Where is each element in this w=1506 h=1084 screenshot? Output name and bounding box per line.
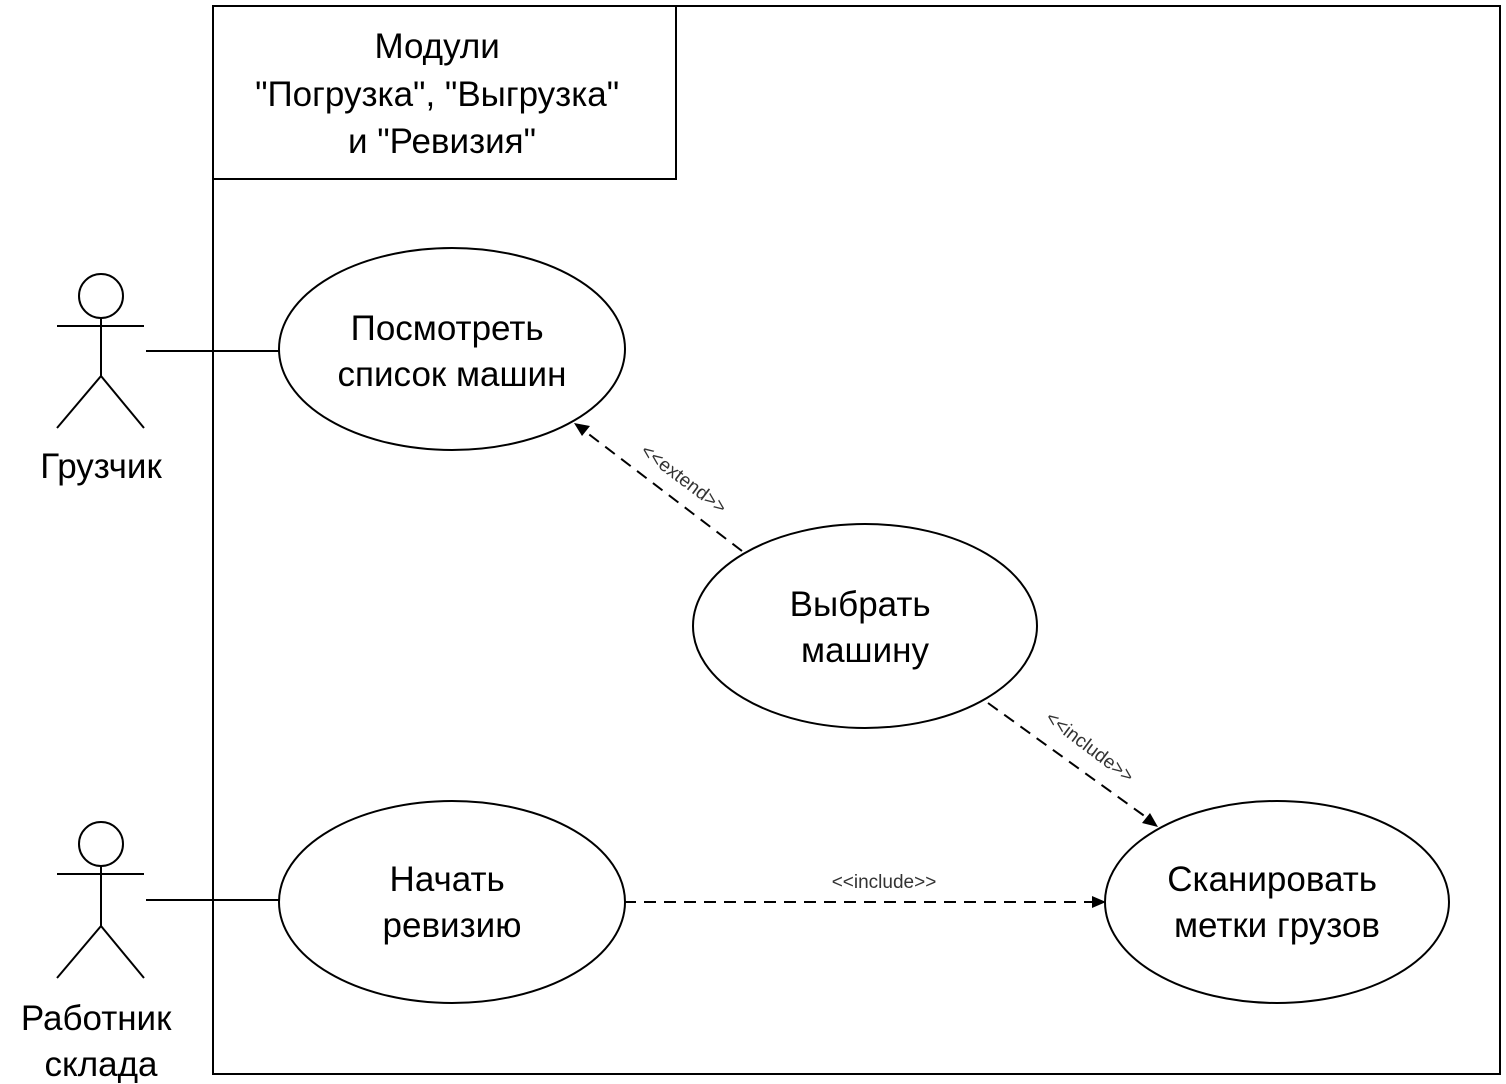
use-case-start-revision: [278, 800, 626, 1004]
actor-warehouse-worker-leg-left: [56, 925, 102, 979]
actor-loader-head: [78, 273, 124, 319]
actor-warehouse-worker-head: [78, 821, 124, 867]
use-case-scan-labels-label: Сканировать метки грузов: [1167, 860, 1387, 945]
include-arrowhead-choose-scan: [1142, 813, 1158, 827]
use-case-choose-car-label: Выбрать машину: [790, 585, 941, 670]
system-title-box: [212, 5, 677, 180]
include-label-revision-scan: <<include>>: [832, 872, 937, 893]
use-case-start-revision-label: Начать ревизию: [383, 860, 522, 945]
system-title-line-1: Модули: [374, 27, 499, 66]
use-case-choose-car-line-1: Выбрать: [790, 585, 931, 624]
use-case-scan-labels-line-1: Сканировать: [1167, 860, 1377, 899]
actor-warehouse-worker-name-line-2: склада: [45, 1045, 159, 1084]
include-arrowhead-revision-scan: [1092, 896, 1106, 908]
extend-label: <<extend>>: [636, 441, 730, 519]
actor-loader: [56, 273, 145, 429]
use-case-scan-labels: [1104, 800, 1450, 1004]
use-case-view-list-label: Посмотреть список машин: [338, 309, 567, 394]
use-case-choose-car-line-2: машину: [801, 631, 929, 670]
use-case-view-list: [278, 247, 626, 451]
actor-loader-name: Грузчик: [40, 447, 162, 486]
use-case-start-revision-line-1: Начать: [390, 860, 505, 899]
actor-loader-leg-right: [100, 375, 145, 429]
extend-arrow-line: [581, 428, 743, 552]
extend-arrowhead: [574, 423, 590, 436]
actor-warehouse-worker-name-line-1: Работник: [21, 999, 172, 1038]
actor-loader-leg-left: [56, 375, 102, 429]
use-case-start-revision-line-2: ревизию: [383, 906, 522, 945]
system-title-line-2: "Погрузка", "Выгрузка": [255, 75, 619, 114]
use-case-view-list-line-1: Посмотреть: [351, 309, 544, 348]
actor-warehouse-worker-leg-right: [100, 925, 145, 979]
system-boundary: [212, 5, 1501, 1075]
actor-warehouse-worker: [56, 821, 145, 979]
system-title-line-3: и "Ревизия": [348, 122, 536, 161]
use-case-scan-labels-line-2: метки грузов: [1174, 906, 1380, 945]
use-case-view-list-line-2: список машин: [338, 355, 567, 394]
system-title: Модули "Погрузка", "Выгрузка" и "Ревизия…: [255, 27, 629, 161]
actor-warehouse-worker-name: Работник склада: [21, 999, 181, 1084]
use-case-choose-car: [692, 523, 1038, 729]
actor-loader-name-line-1: Грузчик: [40, 447, 162, 486]
include-arrow-line-choose-scan: [987, 702, 1151, 821]
